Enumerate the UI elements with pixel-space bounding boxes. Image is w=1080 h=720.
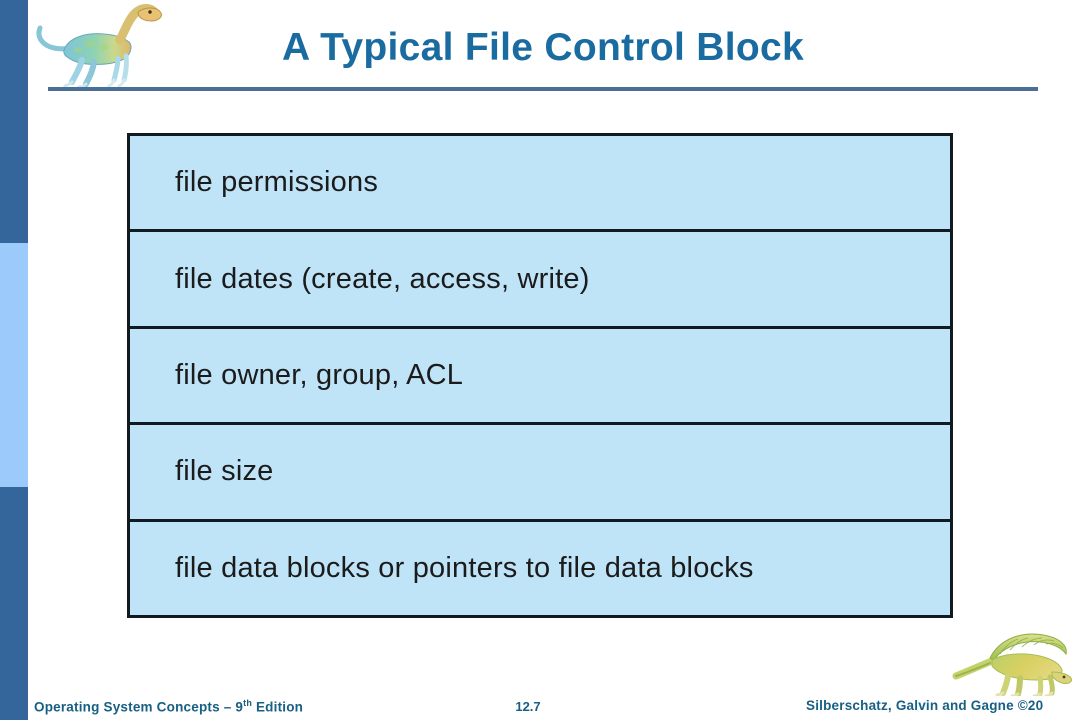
- fcb-row-label: file dates (create, access, write): [175, 262, 590, 295]
- footer-edition-dash: – 9: [219, 699, 244, 715]
- footer-book-title: Operating System Concepts – 9th Edition: [34, 698, 303, 715]
- footer-copyright: Silberschatz, Galvin and Gagne ©20: [806, 698, 1044, 713]
- footer-edition-suffix: Edition: [252, 699, 304, 715]
- sidebar-accent-segment-middle: [0, 243, 28, 487]
- sidebar-accent-segment-bottom: [0, 487, 28, 720]
- fcb-row-label: file owner, group, ACL: [175, 359, 464, 392]
- dinosaur-icon: [952, 628, 1076, 698]
- page-title: A Typical File Control Block: [282, 26, 804, 69]
- footer-book-name: Operating System Concepts: [34, 699, 220, 715]
- fcb-row-file-data-blocks: file data blocks or pointers to file dat…: [130, 521, 950, 616]
- fcb-row-label: file size: [175, 455, 274, 488]
- fcb-row-file-permissions: file permissions: [130, 136, 950, 233]
- fcb-row-file-owner: file owner, group, ACL: [130, 328, 950, 426]
- title-divider: [48, 87, 1038, 91]
- footer-edition-ordinal: th: [243, 698, 253, 708]
- sidebar-accent-segment-top: [0, 0, 28, 243]
- footer-page-number: 12.7: [515, 699, 541, 714]
- fcb-row-label: file data blocks or pointers to file dat…: [175, 551, 754, 584]
- fcb-row-file-dates: file dates (create, access, write): [130, 232, 950, 329]
- fcb-row-label: file permissions: [175, 166, 379, 199]
- dinosaur-icon: [34, 2, 164, 89]
- file-control-block-diagram: file permissions file dates (create, acc…: [127, 133, 953, 618]
- fcb-row-file-size: file size: [130, 425, 950, 522]
